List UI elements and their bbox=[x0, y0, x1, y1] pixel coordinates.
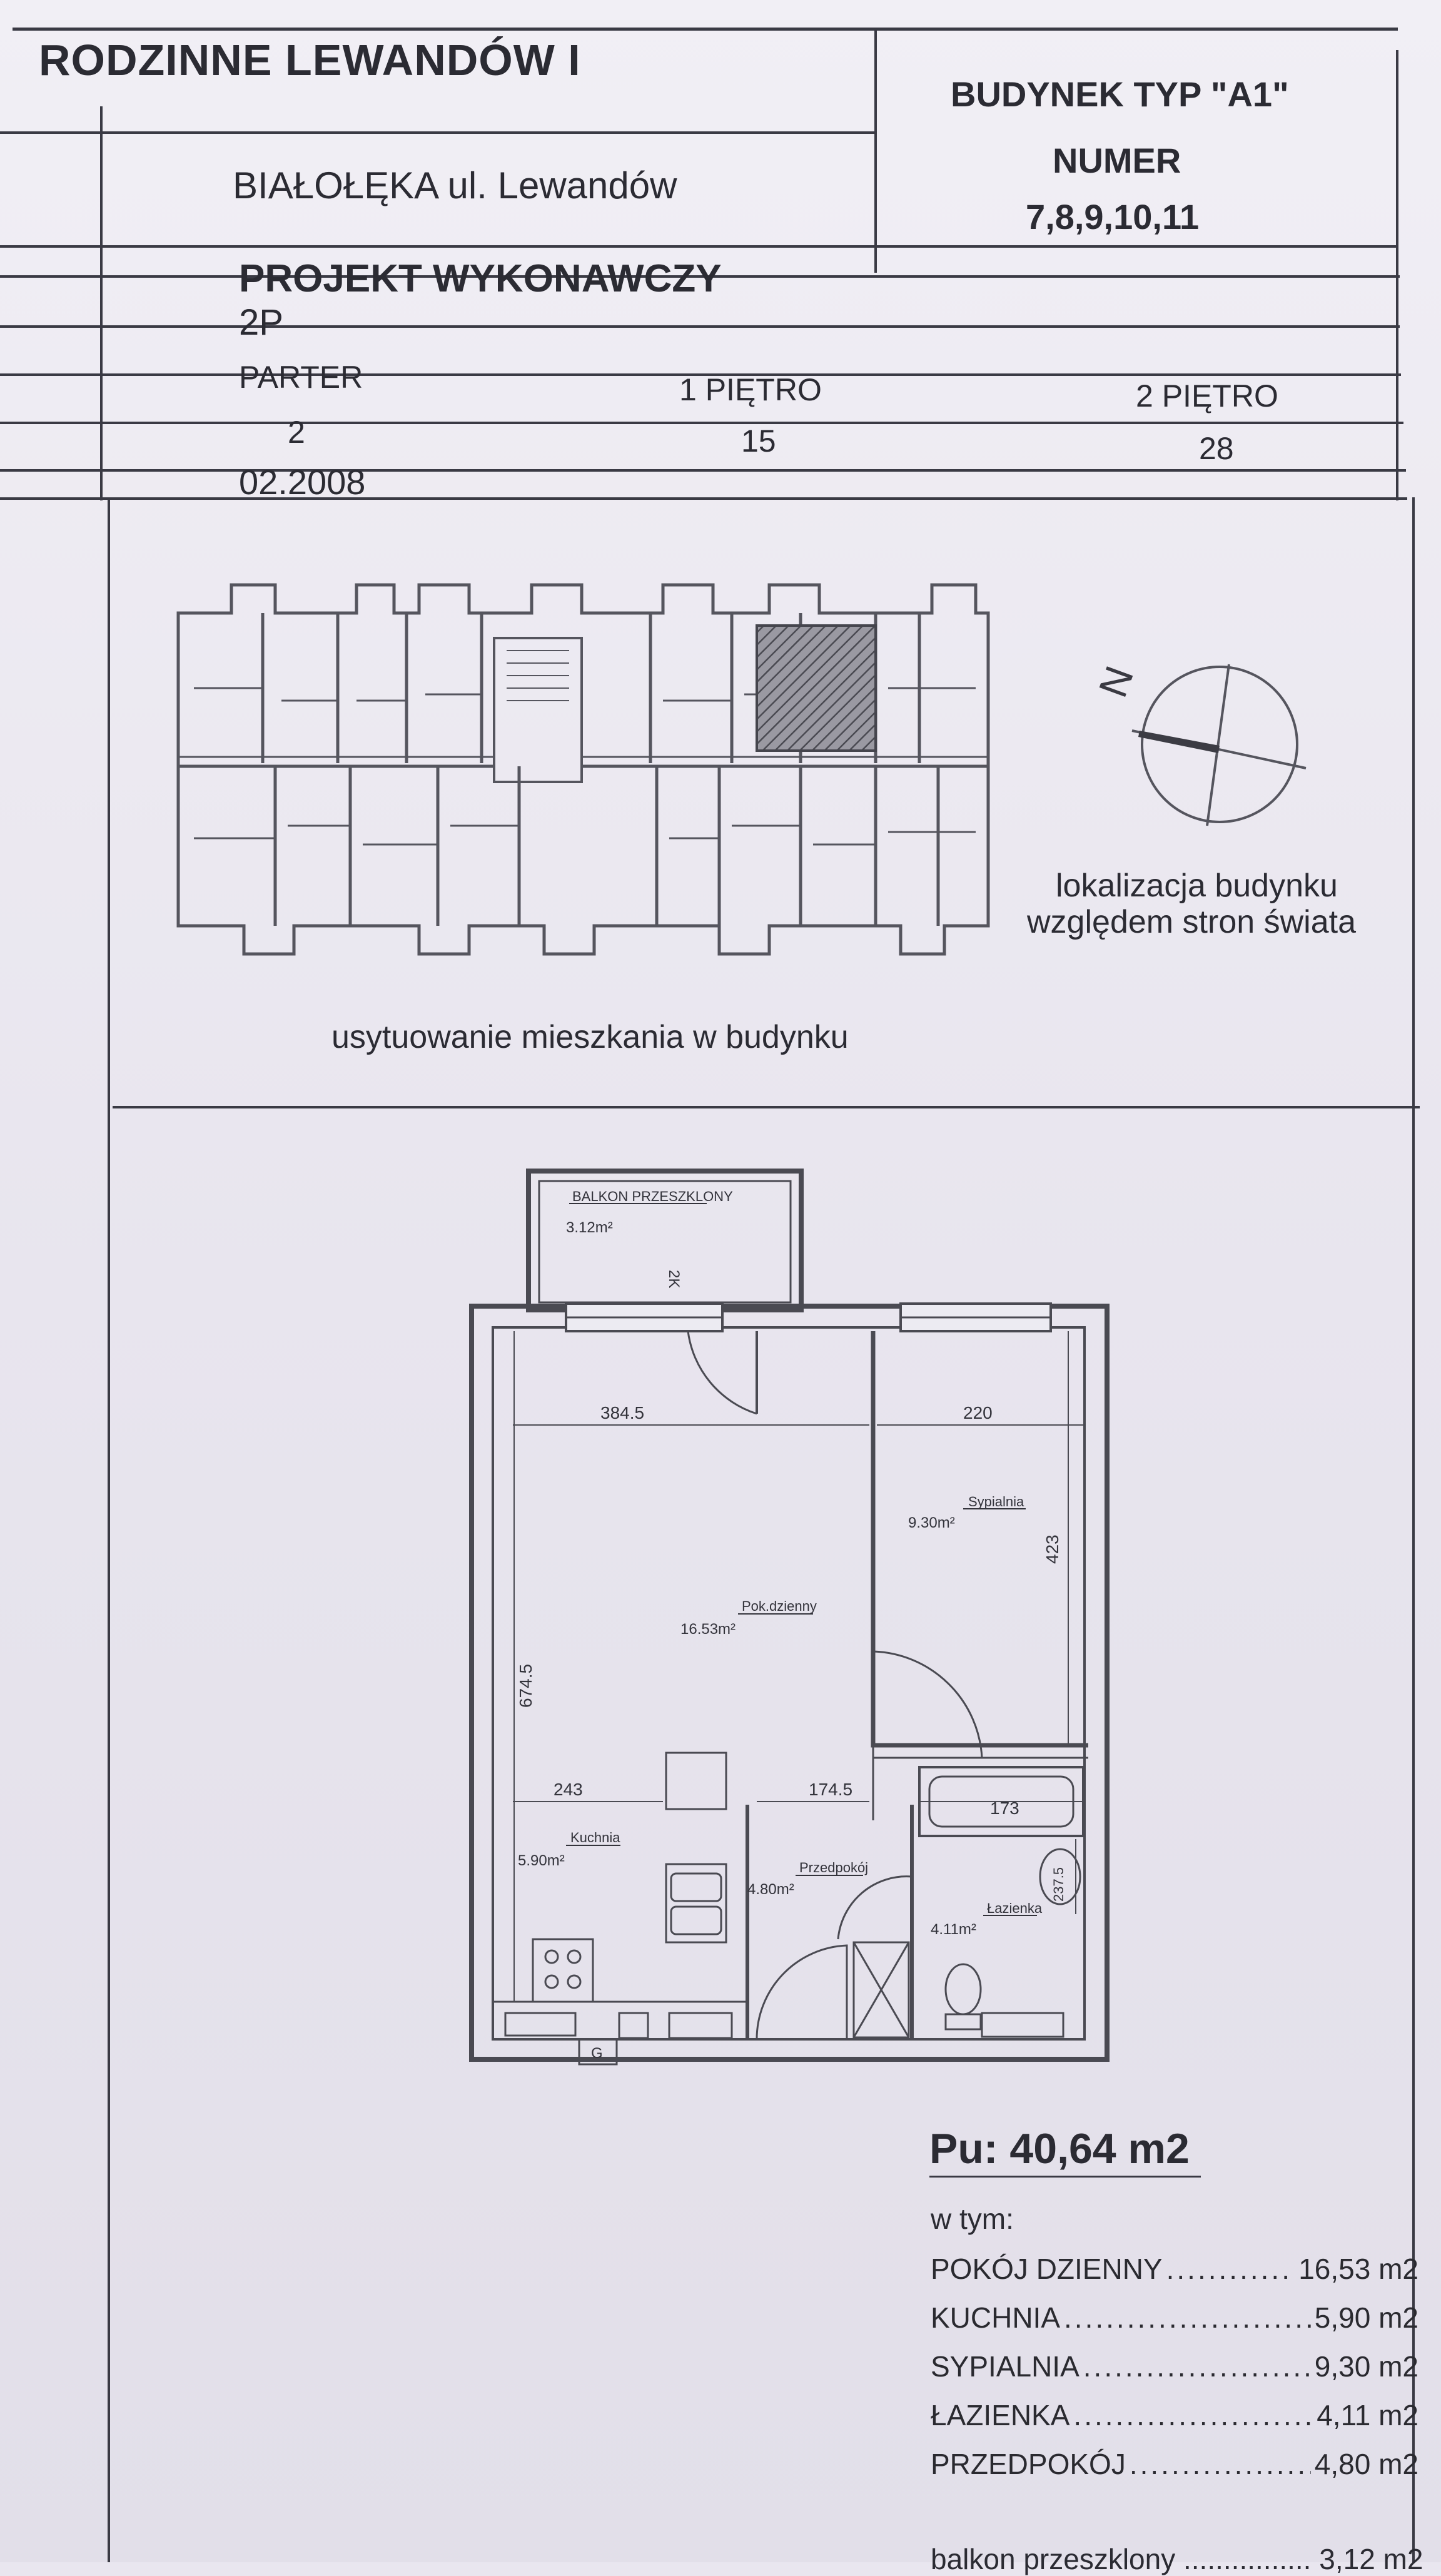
project-title: RODZINNE LEWANDÓW I bbox=[39, 36, 581, 84]
room-kitchen-area: 5.90m² bbox=[518, 1852, 565, 1869]
dim-kitchen-width: 243 bbox=[554, 1780, 583, 1799]
dim-living-depth: 674.5 bbox=[516, 1664, 535, 1708]
balcony-row-cut: balkon przeszklony ................ 3,12… bbox=[931, 2543, 1423, 2575]
header-split-border bbox=[874, 29, 877, 273]
header-rule-2 bbox=[0, 245, 1398, 248]
header-rule-8 bbox=[0, 497, 1407, 500]
building-type: BUDYNEK TYP "A1" bbox=[951, 74, 1289, 114]
room-hall-area: 4.80m² bbox=[747, 1881, 794, 1898]
header-left-border bbox=[100, 106, 103, 500]
room-bath-name: Łazienka bbox=[987, 1900, 1043, 1916]
header-rule-5 bbox=[0, 373, 1401, 376]
page-right-border bbox=[1412, 497, 1415, 2562]
apartment-code: 2P bbox=[239, 302, 283, 343]
room-bedroom-area: 9.30m² bbox=[908, 1514, 955, 1531]
floor-value-parter: 2 bbox=[288, 415, 305, 450]
usable-area-total: Pu: 40,64 m2 bbox=[929, 2125, 1190, 2173]
dim-hall-width: 174.5 bbox=[809, 1780, 852, 1799]
header-rule-6 bbox=[0, 422, 1403, 424]
dim-bedroom-width: 220 bbox=[963, 1403, 993, 1422]
header-rule-4 bbox=[0, 325, 1400, 328]
compass-caption-line2: względem stron świata bbox=[1027, 904, 1356, 940]
dim-bath-width: 173 bbox=[990, 1798, 1019, 1818]
area-row-hall: PRZEDPOKÓJ .............................… bbox=[931, 2448, 1418, 2480]
balcony-area: 3.12m² bbox=[566, 1219, 613, 1236]
area-row-bedroom: SYPIALNIA ..............................… bbox=[931, 2350, 1418, 2383]
room-living-area: 16.53m² bbox=[680, 1621, 736, 1638]
overview-caption: usytuowanie mieszkania w budynku bbox=[331, 1019, 849, 1055]
floor-label-parter: PARTER bbox=[239, 360, 363, 395]
floor-label-1: 1 PIĘTRO bbox=[679, 372, 822, 407]
drawing-date: 02.2008 bbox=[239, 462, 366, 502]
page-left-border bbox=[108, 497, 110, 2562]
location-text: BIAŁOŁĘKA ul. Lewandów bbox=[233, 165, 677, 206]
compass-rose: N bbox=[1090, 661, 1307, 826]
floor-value-1: 15 bbox=[741, 423, 776, 459]
section-rule bbox=[113, 1106, 1420, 1108]
number-label: NUMER bbox=[1053, 141, 1181, 180]
room-hall-name: Przedpokój bbox=[799, 1860, 868, 1875]
header-right-border bbox=[1396, 50, 1398, 500]
room-bath-area: 4.11m² bbox=[931, 1921, 976, 1938]
compass-caption-line1: lokalizacja budynku bbox=[1056, 868, 1338, 904]
header-rule-7 bbox=[0, 469, 1406, 472]
building-numbers: 7,8,9,10,11 bbox=[1026, 197, 1200, 236]
header-rule-top bbox=[13, 28, 1398, 31]
project-stage: PROJEKT WYKONAWCZY bbox=[239, 257, 722, 300]
area-row-kitchen: KUCHNIA ................................… bbox=[931, 2301, 1418, 2334]
header-rule-1 bbox=[0, 131, 876, 134]
balcony-label: BALKON PRZESZKLONY bbox=[572, 1189, 733, 1204]
apartment-floor-plan: BALKON PRZESZKLONY 3.12m² 2K 384.5 220 4… bbox=[469, 1169, 1110, 2066]
balcony-code: 2K bbox=[665, 1270, 682, 1288]
floor-value-2: 28 bbox=[1199, 431, 1234, 466]
dim-living-width: 384.5 bbox=[600, 1403, 644, 1422]
dim-bedroom-depth: 423 bbox=[1043, 1534, 1062, 1564]
gas-meter-label: G bbox=[591, 2045, 603, 2062]
dim-bath-depth: 237.5 bbox=[1051, 1867, 1066, 1902]
header-rule-3 bbox=[0, 275, 1400, 278]
total-underline bbox=[929, 2176, 1201, 2178]
room-kitchen-name: Kuchnia bbox=[570, 1830, 620, 1845]
floor-label-2: 2 PIĘTRO bbox=[1136, 378, 1278, 413]
area-row-bathroom: ŁAZIENKA ...............................… bbox=[931, 2399, 1418, 2431]
area-row-living: POKÓJ DZIENNY ..........................… bbox=[931, 2253, 1418, 2285]
room-bedroom-name: Sypialnia bbox=[968, 1494, 1024, 1509]
building-overview-plan bbox=[176, 583, 990, 956]
including-label: w tym: bbox=[931, 2203, 1014, 2235]
apartment-location-hatch bbox=[756, 624, 877, 752]
room-living-name: Pok.dzienny bbox=[742, 1598, 817, 1614]
north-letter: N bbox=[1090, 661, 1142, 703]
